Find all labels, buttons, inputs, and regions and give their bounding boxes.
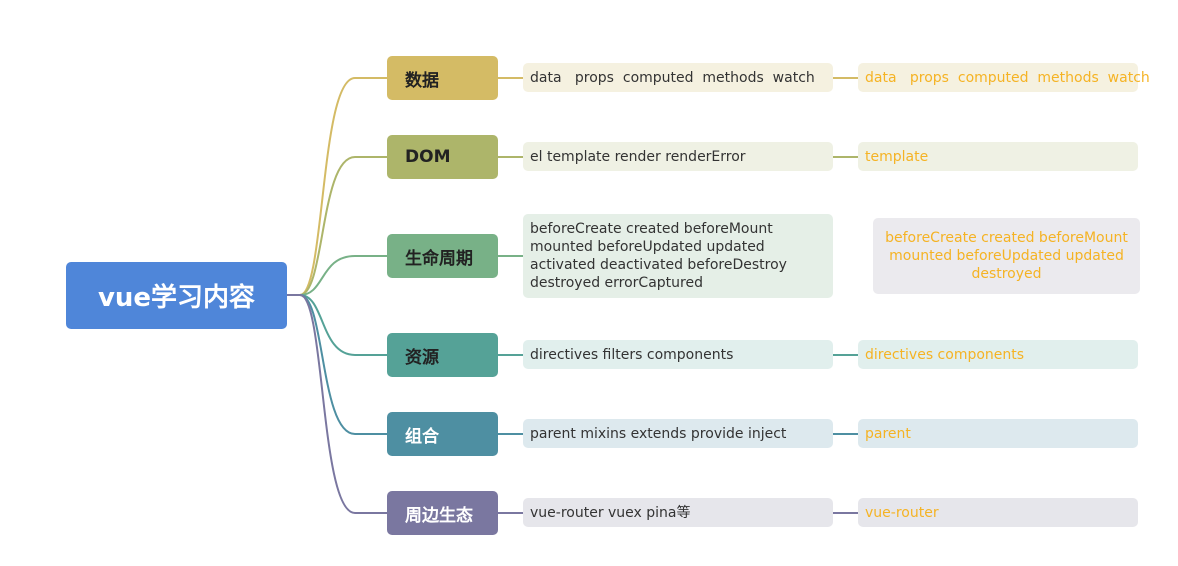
note-text: directives components <box>865 346 1025 363</box>
note-node-data[interactable]: data props computed methods watch <box>858 63 1150 92</box>
note-text: data props computed methods watch <box>865 69 1150 86</box>
note-text: vue-router <box>865 504 939 521</box>
detail-node-composition[interactable]: parent mixins extends provide inject <box>523 419 833 448</box>
note-node-composition[interactable]: parent <box>858 419 1138 448</box>
branch-label: DOM <box>405 147 451 167</box>
branch-label: 资源 <box>405 347 439 368</box>
note-text: template <box>865 148 929 165</box>
detail-text: vue-router vuex pina等 <box>530 504 691 521</box>
note-node-lifecycle[interactable]: beforeCreate created beforeMount mounted… <box>873 218 1140 294</box>
detail-text: beforeCreate created beforeMount mounted… <box>530 221 787 291</box>
root-node[interactable]: vue学习内容 <box>66 262 287 329</box>
branch-label: 数据 <box>405 70 439 91</box>
branch-connector <box>299 255 387 296</box>
root-label: vue学习内容 <box>97 283 256 313</box>
detail-text: parent mixins extends provide inject <box>530 425 787 442</box>
branch-connector <box>299 77 387 296</box>
detail-node-dom[interactable]: el template render renderError <box>523 142 833 171</box>
branch-node-ecosystem[interactable]: 周边生态 <box>387 491 498 535</box>
detail-node-data[interactable]: data props computed methods watch <box>523 63 833 92</box>
detail-text: data props computed methods watch <box>530 69 815 86</box>
branch-label: 组合 <box>405 426 439 447</box>
detail-text: el template render renderError <box>530 148 746 165</box>
branch-connector <box>299 294 387 356</box>
branch-connector <box>299 294 387 514</box>
detail-text: directives filters components <box>530 346 734 363</box>
note-text: beforeCreate created beforeMount mounted… <box>885 230 1128 282</box>
branch-node-resources[interactable]: 资源 <box>387 333 498 377</box>
branch-label: 周边生态 <box>405 505 473 526</box>
note-node-ecosystem[interactable]: vue-router <box>858 498 1138 527</box>
note-node-resources[interactable]: directives components <box>858 340 1138 369</box>
detail-node-resources[interactable]: directives filters components <box>523 340 833 369</box>
branch-node-data[interactable]: 数据 <box>387 56 498 100</box>
note-node-dom[interactable]: template <box>858 142 1138 171</box>
note-text: parent <box>865 425 911 442</box>
branch-node-lifecycle[interactable]: 生命周期 <box>387 234 498 278</box>
branch-node-composition[interactable]: 组合 <box>387 412 498 456</box>
detail-node-ecosystem[interactable]: vue-router vuex pina等 <box>523 498 833 527</box>
branch-label: 生命周期 <box>405 248 473 269</box>
detail-node-lifecycle[interactable]: beforeCreate created beforeMount mounted… <box>523 214 833 298</box>
branch-connector <box>299 294 387 435</box>
branch-connector <box>299 156 387 296</box>
branch-node-dom[interactable]: DOM <box>387 135 498 179</box>
